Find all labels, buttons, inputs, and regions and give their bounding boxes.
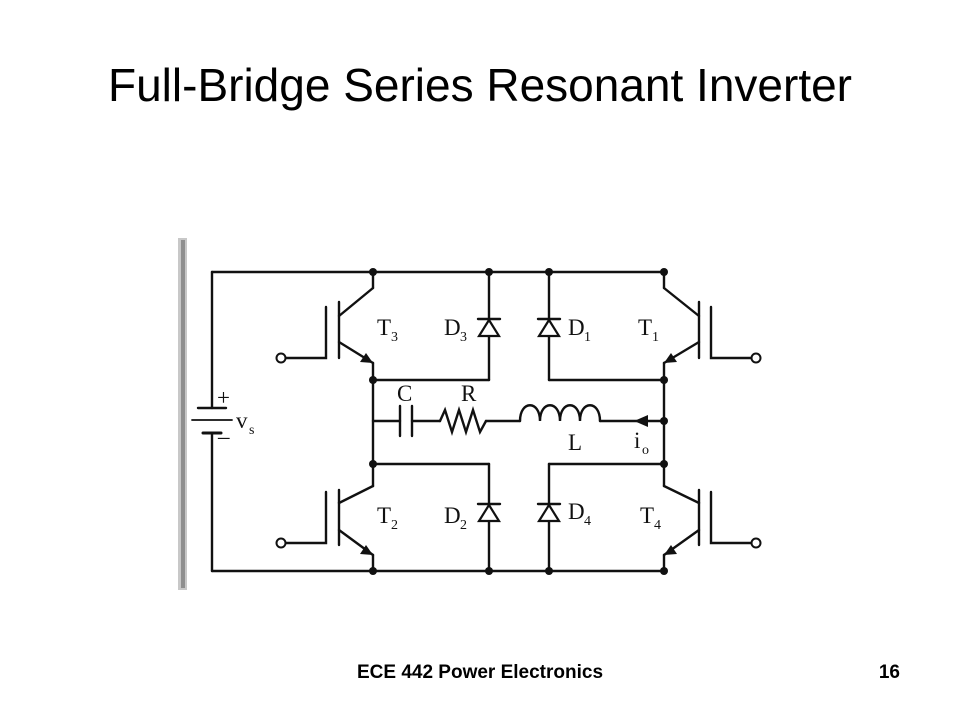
- source-label-sub: s: [249, 423, 254, 438]
- label-t4-sub: 4: [654, 518, 661, 533]
- label-resistor: R: [461, 381, 477, 406]
- diode-d2: [476, 502, 502, 523]
- label-d2-sub: 2: [460, 518, 467, 533]
- label-t4: T: [640, 503, 654, 528]
- page-number: 16: [878, 662, 900, 683]
- transistor-t4: [662, 484, 762, 557]
- label-t2: T: [377, 503, 391, 528]
- label-inductor: L: [568, 430, 582, 455]
- diode-d4: [536, 502, 562, 523]
- source-label: v: [236, 408, 248, 433]
- label-d1: D: [568, 315, 585, 340]
- label-d2: D: [444, 503, 461, 528]
- scan-edge: [178, 238, 187, 590]
- label-d4: D: [568, 499, 585, 524]
- wiring: [210, 270, 666, 573]
- label-d3-sub: 3: [460, 330, 467, 345]
- label-t1: T: [638, 315, 652, 340]
- label-d1-sub: 1: [584, 330, 591, 345]
- footer-course-name: ECE 442 Power Electronics: [356, 662, 604, 683]
- source-plus: +: [217, 385, 230, 410]
- label-current-sub: o: [642, 443, 649, 458]
- transistor-t2: [275, 484, 375, 557]
- label-current: i: [634, 428, 640, 453]
- label-t1-sub: 1: [652, 330, 659, 345]
- label-d3: D: [444, 315, 461, 340]
- transistor-t1: [662, 286, 762, 365]
- dc-source: + – v s: [191, 385, 254, 449]
- diode-d1: [536, 317, 562, 338]
- source-minus: –: [217, 424, 230, 449]
- component-labels: T 3 D 3 D 1 T 1 C R L i o T 2 D 2 D 4 T …: [377, 315, 661, 533]
- label-capacitor: C: [397, 381, 412, 406]
- diode-d3: [476, 317, 502, 338]
- label-t3: T: [377, 315, 391, 340]
- label-t2-sub: 2: [391, 518, 398, 533]
- capacitor: [398, 404, 414, 438]
- junction-dots: [369, 268, 668, 575]
- transistor-t3: [275, 286, 375, 365]
- label-d4-sub: 4: [584, 514, 591, 529]
- current-arrow: [634, 415, 648, 427]
- slide-title: Full-Bridge Series Resonant Inverter: [108, 59, 852, 111]
- label-t3-sub: 3: [391, 330, 398, 345]
